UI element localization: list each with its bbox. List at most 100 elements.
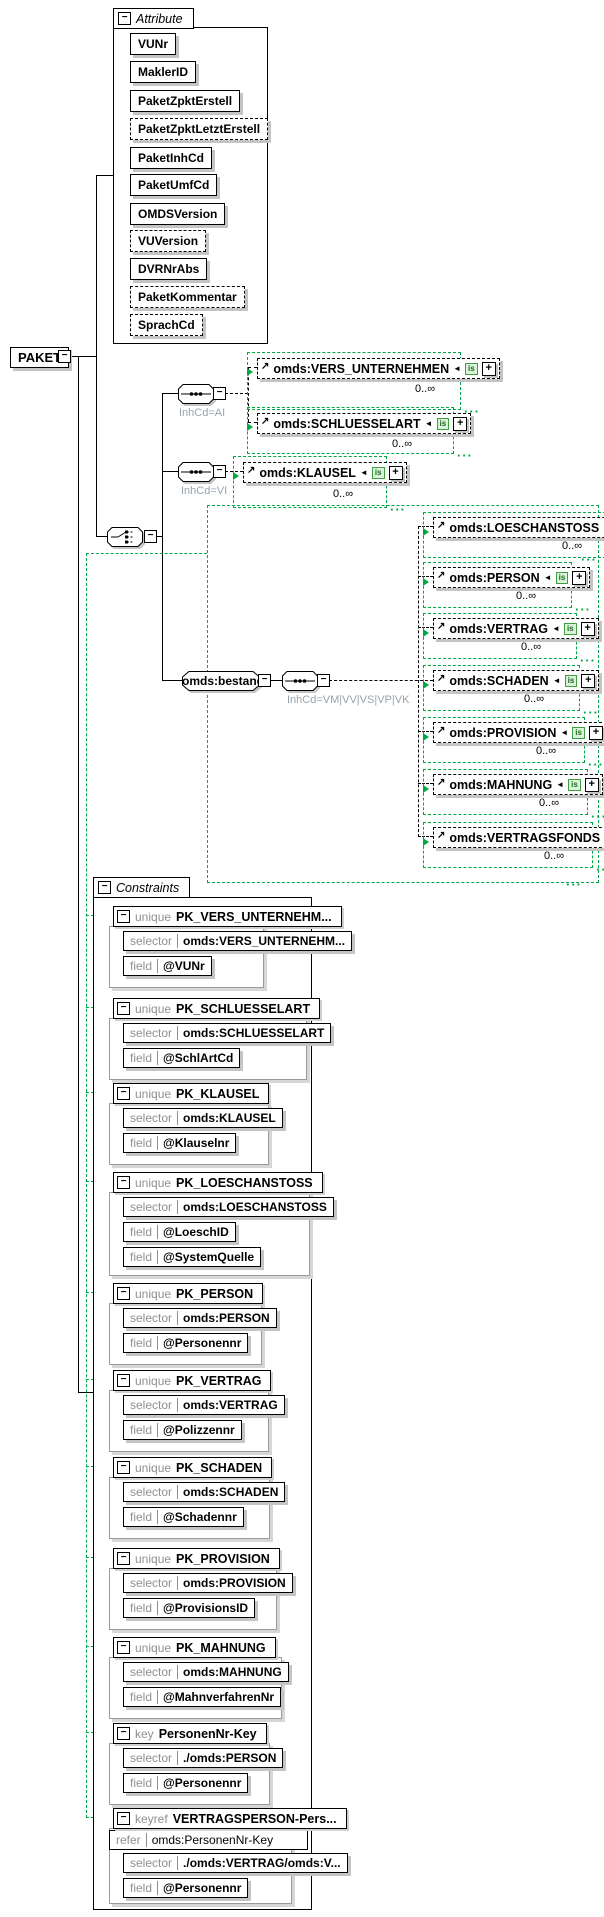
collapse-constraint-button[interactable]: − <box>117 1287 130 1300</box>
constraint-field-row[interactable]: field@VUNr <box>123 956 212 976</box>
reference-arrow-icon: ↗ <box>437 829 446 841</box>
expand-plus-button[interactable]: + <box>580 621 595 636</box>
element-omds-provision[interactable]: ↗ omds:PROVISION ◄ is + <box>433 722 604 743</box>
expand-plus-button[interactable]: + <box>481 361 496 376</box>
collapse-constraint-button[interactable]: − <box>117 1461 130 1474</box>
constraint-selector-row[interactable]: selector./omds:VERTRAG/omds:V... <box>123 1853 348 1873</box>
element-omds-vertragsfonds[interactable]: ↗ omds:VERTRAGSFONDS + <box>433 827 604 848</box>
optional-connector <box>248 422 257 423</box>
element-omds-vertrag[interactable]: ↗ omds:VERTRAG ◄ is + <box>433 618 599 639</box>
element-omds-vers-unternehmen[interactable]: ↗ omds:VERS_UNTERNEHMEN ◄ is + <box>257 358 500 379</box>
element-omds-schaden[interactable]: ↗ omds:SCHADEN ◄ is + <box>433 670 600 691</box>
collapse-constraint-button[interactable]: − <box>117 1176 130 1189</box>
collapse-constraint-button[interactable]: − <box>117 1552 130 1565</box>
attribute-sprachcd[interactable]: SprachCd <box>130 314 203 336</box>
collapse-sequence-ai-button[interactable]: − <box>213 387 226 400</box>
constraint-pk-mahnung[interactable]: − unique PK_MAHNUNG <box>113 1637 276 1658</box>
element-omds-mahnung[interactable]: ↗ omds:MAHNUNG ◄ is + <box>433 774 603 795</box>
collapse-constraint-button[interactable]: − <box>117 1641 130 1654</box>
element-omds-person[interactable]: ↗ omds:PERSON ◄ is + <box>433 567 591 588</box>
constraint-kind: unique <box>135 1001 172 1016</box>
element-omds-klausel[interactable]: ↗ omds:KLAUSEL ◄ is + <box>243 462 407 483</box>
constraint-field-row[interactable]: field@Polizzennr <box>123 1420 242 1440</box>
is-badge: is <box>465 362 478 375</box>
attribute-paketkommentar[interactable]: PaketKommentar <box>130 286 245 308</box>
expand-plus-button[interactable]: + <box>388 465 403 480</box>
root-element-paket[interactable]: PAKET <box>10 347 70 368</box>
sequence-icon[interactable] <box>178 462 214 482</box>
expand-plus-button[interactable]: + <box>572 570 587 585</box>
attribute-maklerid[interactable]: MaklerID <box>130 61 197 83</box>
reference-arrow-icon: ↗ <box>247 464 256 476</box>
constraint-pk-vers-unternehmen[interactable]: − unique PK_VERS_UNTERNEHM... <box>113 906 342 927</box>
collapse-constraint-button[interactable]: − <box>117 1087 130 1100</box>
sequence-icon[interactable] <box>282 671 318 691</box>
attribute-paketumfcd[interactable]: PaketUmfCd <box>130 174 218 196</box>
constraint-vertragsperson-keyref[interactable]: − keyref VERTRAGSPERSON-Pers... <box>113 1808 347 1829</box>
collapse-constraint-button[interactable]: − <box>117 1002 130 1015</box>
collapse-choice-button[interactable]: − <box>144 530 157 543</box>
collapse-sequence-vi-button[interactable]: − <box>213 465 226 478</box>
collapse-attributes-button[interactable]: − <box>118 12 131 25</box>
constraint-pk-vertrag[interactable]: − unique PK_VERTRAG <box>113 1370 272 1391</box>
constraint-field-row[interactable]: field@Personennr <box>123 1878 249 1898</box>
is-badge: is <box>568 778 581 791</box>
constraint-field-row[interactable]: field@Personennr <box>123 1773 249 1793</box>
attribute-paketinhcd[interactable]: PaketInhCd <box>130 147 213 169</box>
attribute-paketzpkterstell[interactable]: PaketZpktErstell <box>130 90 241 112</box>
expand-plus-button[interactable]: + <box>581 673 596 688</box>
attribute-vuversion[interactable]: VUVersion <box>130 230 207 252</box>
constraint-selector-row[interactable]: selector./omds:PERSON <box>123 1748 284 1768</box>
element-omds-loeschanstoss[interactable]: ↗ omds:LOESCHANSTOSS ◄ is + <box>433 517 604 538</box>
sequence-ai-label: InhCd=AI <box>179 407 226 419</box>
sequence-icon[interactable] <box>178 384 214 404</box>
expand-plus-button[interactable]: + <box>584 777 599 792</box>
collapse-bestand-sequence-button[interactable]: − <box>317 674 330 687</box>
constraint-kind: unique <box>135 1640 172 1655</box>
collapse-constraint-button[interactable]: − <box>117 1727 130 1740</box>
constraint-field-row[interactable]: field@MahnverfahrenNr <box>123 1687 282 1707</box>
constraint-pk-schluesselart[interactable]: − unique PK_SCHLUESSELART <box>113 998 321 1019</box>
collapse-paket-button[interactable]: − <box>58 350 71 363</box>
constraint-personennr-key[interactable]: − key PersonenNr-Key <box>113 1723 267 1744</box>
attribute-omdsversion[interactable]: OMDSVersion <box>130 203 226 225</box>
constraint-field-row[interactable]: field@Klauselnr <box>123 1133 237 1153</box>
constraint-field-row[interactable]: field@ProvisionsID <box>123 1598 256 1618</box>
is-badge: is <box>563 622 577 635</box>
constraint-pk-person[interactable]: − unique PK_PERSON <box>113 1283 264 1304</box>
constraint-field-row[interactable]: field@SystemQuelle <box>123 1247 262 1267</box>
choice-icon[interactable] <box>107 527 143 547</box>
collapse-constraints-button[interactable]: − <box>98 881 111 894</box>
collapse-constraint-button[interactable]: − <box>117 1374 130 1387</box>
constraint-field-row[interactable]: field@Personennr <box>123 1333 249 1353</box>
constraint-pk-schaden[interactable]: − unique PK_SCHADEN <box>113 1457 273 1478</box>
expand-plus-button[interactable]: + <box>453 416 468 431</box>
expand-plus-button[interactable]: + <box>588 725 603 740</box>
element-omds-bestand[interactable]: omds:bestand <box>182 671 264 691</box>
constraint-pk-loeschanstoss[interactable]: − unique PK_LOESCHANSTOSS <box>113 1172 323 1193</box>
collapse-constraint-button[interactable]: − <box>117 910 130 923</box>
occurrence-label: 0..∞ <box>544 850 565 862</box>
attribute-dvrnrabs[interactable]: DVRNrAbs <box>130 258 208 280</box>
constraint-pk-provision[interactable]: − unique PK_PROVISION <box>113 1548 280 1569</box>
element-omds-schluesselart[interactable]: ↗ omds:SCHLUESSELART ◄ is + <box>257 413 472 434</box>
constraint-field-row[interactable]: field@Schadennr <box>123 1507 244 1527</box>
collapse-bestand-button[interactable]: − <box>258 674 271 687</box>
attribute-vunr[interactable]: VUNr <box>130 33 177 55</box>
constraint-field-row[interactable]: field@SchlArtCd <box>123 1048 241 1068</box>
collapse-constraint-button[interactable]: − <box>117 1812 130 1825</box>
constraint-field-row[interactable]: field@LoeschID <box>123 1222 236 1242</box>
attribute-paketzpktletzterstell[interactable]: PaketZpktLetztErstell <box>130 118 269 140</box>
substitution-arrow-icon: ◄ <box>453 364 462 373</box>
constraint-pk-klausel[interactable]: − unique PK_KLAUSEL <box>113 1083 270 1104</box>
